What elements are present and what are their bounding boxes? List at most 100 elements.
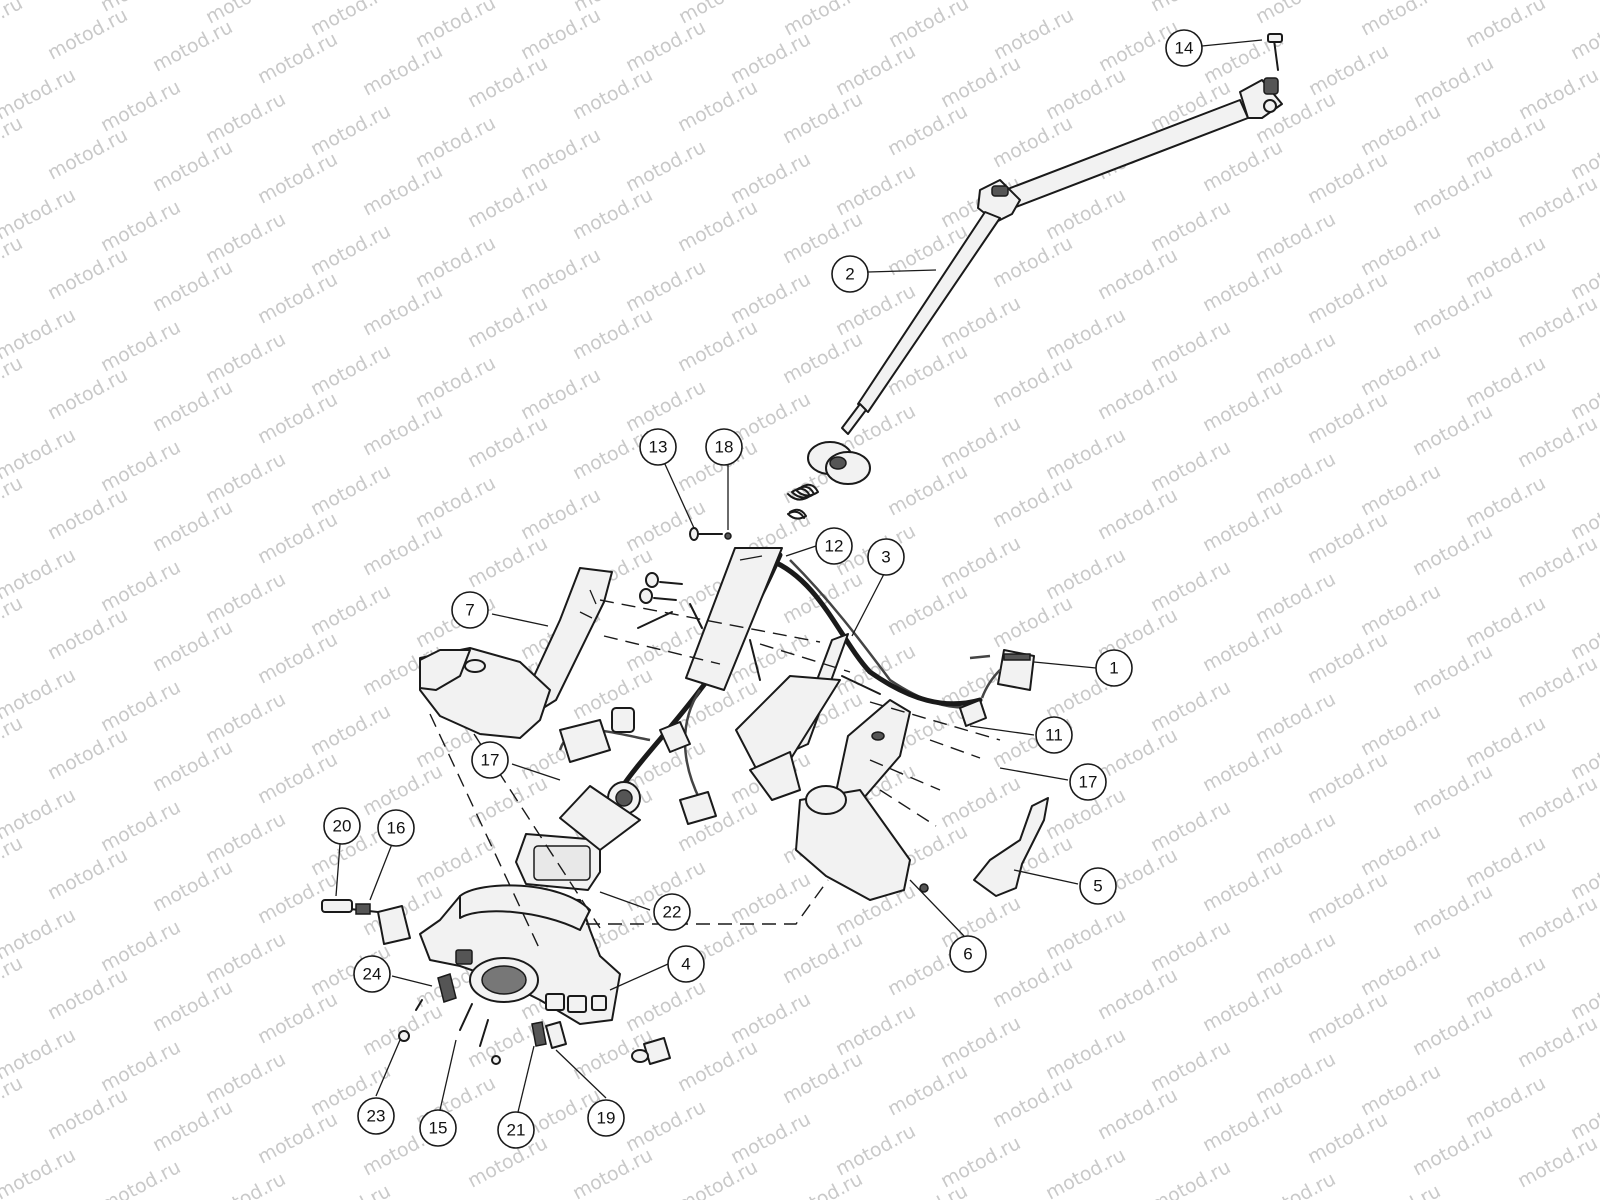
watermark-text: motod.ru [1147,1156,1234,1200]
watermark-text: motod.ru [412,832,499,892]
callout-22: 22 [653,893,691,931]
watermark-text: motod.ru [1042,0,1129,4]
watermark-text: motod.ru [727,148,814,208]
watermark-text: motod.ru [464,172,551,232]
watermark-text: motod.ru [622,16,709,76]
watermark-text: motod.ru [149,736,236,796]
callout-12: 12 [815,527,853,565]
callout-5-label: 5 [1093,877,1102,896]
callout-11: 11 [1035,716,1073,754]
watermark-text: motod.ru [937,292,1024,352]
watermark-text: motod.ru [1252,1048,1339,1108]
watermark-text: motod.ru [202,808,289,868]
watermark-text: motod.ru [517,244,604,304]
watermark-text: motod.ru [1252,328,1339,388]
watermark-text: motod.ru [202,1168,289,1200]
watermark-text: motod.ru [569,304,656,364]
left-panel [419,567,613,739]
callout-19-label: 19 [597,1109,616,1128]
watermark-text: motod.ru [149,1096,236,1156]
watermark-text: motod.ru [1462,472,1549,532]
watermark-text: motod.ru [1042,424,1129,484]
watermark-text: motod.ru [832,40,919,100]
watermark-text: motod.ru [1357,1180,1444,1200]
watermark-text: motod.ru [937,532,1024,592]
watermark-text: motod.ru [1094,1084,1181,1144]
callout-23: 23 [357,1097,395,1135]
watermark-text: motod.ru [97,556,184,616]
watermark-text: motod.ru [202,448,289,508]
watermark-text: motod.ru [1304,988,1391,1048]
callout-15: 15 [419,1109,457,1147]
watermark-text: motod.ru [622,1096,709,1156]
watermark-text: motod.ru [307,100,394,160]
watermark-text: motod.ru [1094,964,1181,1024]
watermark-text: motod.ru [1409,400,1496,460]
watermark-text: motod.ru [307,700,394,760]
watermark-text: motod.ru [1357,1060,1444,1120]
watermark-text: motod.ru [0,1144,79,1200]
callout-14-label: 14 [1175,39,1194,58]
watermark-text: motod.ru [1252,448,1339,508]
watermark-text: motod.ru [97,196,184,256]
watermark-text: motod.ru [1042,1144,1129,1200]
watermark-text: motod.ru [44,964,131,1024]
watermark-text: motod.ru [674,76,761,136]
callout-7: 7 [451,591,489,629]
watermark-text: motod.ru [779,1048,866,1108]
watermark-text: motod.ru [0,352,26,412]
watermark-text: motod.ru [674,1156,761,1200]
watermark-text: motod.ru [569,1144,656,1200]
watermark-text: motod.ru [149,136,236,196]
watermark-text: motod.ru [989,952,1076,1012]
watermark-text: motod.ru [0,112,26,172]
watermark-text: motod.ru [1304,868,1391,928]
watermark-text: motod.ru [254,268,341,328]
watermark-text: motod.ru [254,1108,341,1168]
watermark-text: motod.ru [1357,0,1444,40]
callout-7-label: 7 [465,601,474,620]
callout-14: 14 [1165,29,1203,67]
watermark-text: motod.ru [44,724,131,784]
watermark-text: motod.ru [97,1036,184,1096]
watermark-text: motod.ru [464,292,551,352]
watermark-text: motod.ru [359,400,446,460]
watermark-text: motod.ru [832,160,919,220]
watermark-text: motod.ru [0,592,26,652]
watermark-text: motod.ru [779,88,866,148]
callout-12-label: 12 [825,537,844,556]
watermark-text: motod.ru [1304,268,1391,328]
watermark-text: motod.ru [1094,244,1181,304]
watermark-text: motod.ru [1514,1132,1600,1192]
watermark-text: motod.ru [937,52,1024,112]
callout-17-right: 17 [1069,763,1107,801]
watermark-text: motod.ru [1462,112,1549,172]
watermark-text: motod.ru [1357,460,1444,520]
watermark-text: motod.ru [97,1156,184,1200]
watermark-text: motod.ru [97,676,184,736]
watermark-text: motod.ru [464,52,551,112]
watermark-text: motod.ru [464,532,551,592]
watermark-text: motod.ru [1042,1024,1129,1084]
watermark-text: motod.ru [989,592,1076,652]
watermark-text: motod.ru [359,160,446,220]
watermark-text: motod.ru [1199,856,1286,916]
watermark-text: motod.ru [1042,904,1129,964]
watermark-text: motod.ru [254,868,341,928]
watermark-text: motod.ru [885,0,972,52]
watermark-text: motod.ru [1357,340,1444,400]
watermark-text: motod.ru [1304,1108,1391,1168]
watermark-text: motod.ru [149,376,236,436]
watermark-text: motod.ru [0,832,26,892]
watermark-text: motod.ru [517,484,604,544]
callout-20-label: 20 [333,817,352,836]
callout-17-right-label: 17 [1079,773,1098,792]
callout-21: 21 [497,1111,535,1149]
watermark-text: motod.ru [1357,940,1444,1000]
watermark-text: motod.ru [884,1180,971,1200]
watermark-text: motod.ru [1409,280,1496,340]
watermark-text: motod.ru [149,16,236,76]
watermark-text: motod.ru [1252,928,1339,988]
callout-17-left-label: 17 [481,751,500,770]
watermark-text: motod.ru [202,328,289,388]
